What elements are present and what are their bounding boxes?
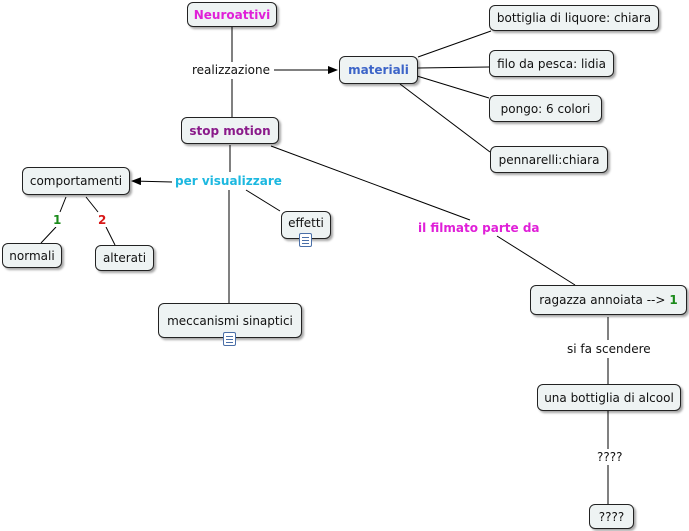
node-bottiglia-alcool[interactable]: una bottiglia di alcool <box>537 384 681 411</box>
node-effetti-label: effetti <box>288 216 324 230</box>
link-label-il-filmato: il filmato parte da <box>416 221 542 235</box>
node-neuroattivi[interactable]: Neuroattivi <box>187 2 277 27</box>
node-question-marks[interactable]: ???? <box>589 504 634 529</box>
link-label-question-marks: ???? <box>595 450 625 464</box>
node-ragazza-annoiata-label: ragazza annoiata --> <box>539 293 666 307</box>
node-bottiglia-alcool-label: una bottiglia di alcool <box>544 390 674 405</box>
node-pongo-label: pongo: 6 colori <box>500 101 591 116</box>
node-stop-motion[interactable]: stop motion <box>181 117 279 144</box>
node-pennarelli[interactable]: pennarelli:chiara <box>490 146 608 173</box>
node-pongo[interactable]: pongo: 6 colori <box>489 95 602 122</box>
node-alterati-label: alterati <box>102 251 147 265</box>
node-comportamenti-label: comportamenti <box>29 174 123 188</box>
link-label-number-1: 1 <box>51 213 64 227</box>
link-label-number-2: 2 <box>96 213 109 227</box>
node-question-marks-label: ???? <box>598 509 625 524</box>
node-alterati[interactable]: alterati <box>95 245 154 271</box>
node-materiali[interactable]: materiali <box>339 56 418 84</box>
node-filo-pesca[interactable]: filo da pesca: lidia <box>489 50 614 77</box>
node-bottiglia-liquore-label: bottiglia di liquore: chiara <box>496 11 652 25</box>
node-neuroattivi-label: Neuroattivi <box>193 7 271 22</box>
node-materiali-label: materiali <box>348 63 409 77</box>
node-pennarelli-label: pennarelli:chiara <box>498 152 600 167</box>
node-normali-label: normali <box>9 248 55 263</box>
link-label-realizzazione: realizzazione <box>190 63 272 77</box>
document-icon[interactable] <box>223 332 236 346</box>
node-comportamenti[interactable]: comportamenti <box>22 167 130 195</box>
node-filo-pesca-label: filo da pesca: lidia <box>497 56 606 71</box>
link-label-si-fa-scendere: si fa scendere <box>565 342 653 356</box>
node-normali[interactable]: normali <box>2 243 62 268</box>
link-label-per-visualizzare: per visualizzare <box>173 174 284 188</box>
document-icon[interactable] <box>299 233 312 247</box>
node-bottiglia-liquore[interactable]: bottiglia di liquore: chiara <box>489 5 659 31</box>
node-ragazza-annoiata[interactable]: ragazza annoiata --> 1 <box>530 285 687 315</box>
node-ragazza-annoiata-number: 1 <box>669 293 678 307</box>
node-stop-motion-label: stop motion <box>189 123 271 138</box>
node-meccanismi-sinaptici-label: meccanismi sinaptici <box>167 313 293 328</box>
